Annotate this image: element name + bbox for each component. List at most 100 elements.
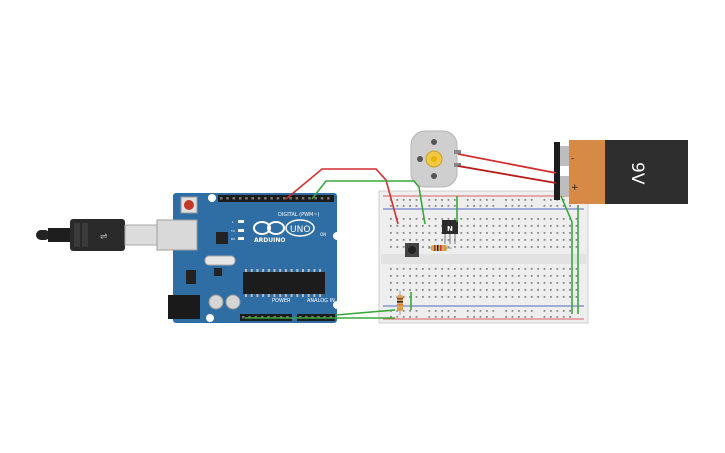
breadboard-hole	[518, 275, 520, 277]
breadboard-hole	[402, 218, 405, 220]
breadboard-hole	[543, 316, 546, 318]
breadboard-hole	[575, 218, 578, 220]
breadboard-hole	[396, 246, 399, 248]
breadboard-hole	[402, 232, 405, 234]
breadboard-hole	[390, 218, 392, 220]
breadboard-holes	[390, 199, 578, 318]
breadboard-hole	[454, 275, 456, 277]
breadboard-hole	[422, 218, 424, 220]
breadboard-hole	[562, 225, 565, 227]
wire-battery-to-rail[interactable]	[560, 195, 573, 314]
breadboard-hole	[562, 218, 565, 220]
breadboard-hole	[543, 199, 546, 201]
breadboard-hole	[466, 246, 469, 248]
power-label: POWER	[272, 298, 291, 304]
breadboard-hole	[402, 268, 405, 270]
chip-pin	[290, 269, 293, 272]
breadboard-hole	[466, 225, 469, 227]
led-tx	[238, 229, 244, 232]
breadboard-hole	[537, 289, 539, 291]
usb-icon: ⇌	[100, 232, 108, 242]
breadboard-hole	[434, 199, 437, 201]
breadboard-hole	[466, 218, 469, 220]
battery-case	[605, 140, 688, 204]
battery-9v[interactable]: - + 9V	[554, 140, 688, 204]
usb-cable[interactable]: ⇌	[36, 219, 158, 251]
battery-terminal-plus	[560, 176, 570, 196]
breadboard-hole	[415, 205, 418, 207]
breadboard-hole	[422, 232, 424, 234]
breadboard-hole	[543, 282, 546, 284]
resistor-pulldown[interactable]	[397, 291, 403, 315]
breadboard-hole	[415, 199, 418, 201]
chip-pin	[319, 294, 322, 297]
breadboard-hole	[466, 296, 469, 298]
breadboard-hole	[466, 275, 469, 277]
breadboard-hole	[530, 246, 533, 248]
breadboard-hole	[530, 282, 533, 284]
wire-motor-to-battery-minus[interactable]	[457, 165, 557, 184]
breadboard-hole	[492, 310, 495, 312]
uno-badge	[285, 219, 315, 237]
breadboard-hole	[466, 310, 469, 312]
breadboard-hole	[402, 275, 405, 277]
resistor-base[interactable]	[428, 245, 452, 251]
wire-pin-to-button[interactable]	[311, 180, 426, 225]
chip-pin	[267, 269, 270, 272]
breadboard-hole	[486, 232, 488, 234]
dc-motor[interactable]	[410, 130, 461, 188]
header-pin	[242, 316, 245, 319]
breadboard-hole	[466, 316, 469, 318]
breadboard-hole	[479, 232, 482, 234]
breadboard-hole	[486, 268, 488, 270]
breadboard-hole	[524, 316, 527, 318]
breadboard-hole	[492, 225, 495, 227]
breadboard-hole	[524, 275, 527, 277]
breadboard-hole	[575, 246, 578, 248]
chip-pin	[290, 294, 293, 297]
breadboard-hole	[409, 316, 411, 318]
breadboard-hole	[441, 310, 443, 312]
digital-header	[218, 195, 334, 202]
breadboard-hole	[422, 225, 424, 227]
breadboard-hole	[537, 296, 539, 298]
breadboard-hole	[562, 246, 565, 248]
breadboard-hole	[447, 310, 450, 312]
breadboard-hole	[556, 232, 559, 234]
npn-transistor[interactable]: N	[442, 220, 458, 244]
led-rx	[238, 237, 244, 240]
breadboard-hole	[409, 310, 411, 312]
wire-5v-to-breadboard[interactable]	[285, 168, 399, 225]
chip-pin	[250, 269, 253, 272]
wire-motor-to-battery-plus[interactable]	[457, 153, 557, 174]
breadboard-hole	[466, 282, 469, 284]
breadboard-hole	[409, 199, 411, 201]
breadboard-hole	[402, 282, 405, 284]
breadboard-hole	[524, 225, 527, 227]
breadboard-hole	[562, 232, 565, 234]
wire-gnd-to-breadboard[interactable]	[335, 309, 396, 316]
breadboard-hole	[505, 296, 507, 298]
header-pin	[226, 197, 229, 200]
breadboard-hole	[498, 246, 501, 248]
breadboard-hole	[402, 296, 405, 298]
breadboard-hole	[543, 275, 546, 277]
breadboard-hole	[530, 275, 533, 277]
breadboard-hole	[550, 282, 552, 284]
breadboard-hole	[409, 282, 411, 284]
breadboard-hole	[441, 275, 443, 277]
breadboard-hole	[575, 232, 578, 234]
pushbutton[interactable]	[405, 243, 419, 257]
breadboard-hole	[562, 275, 565, 277]
breadboard-hole	[460, 232, 463, 234]
capacitor	[208, 294, 224, 310]
breadboard-hole	[556, 205, 559, 207]
breadboard-hole	[575, 239, 578, 241]
breadboard-hole	[441, 268, 443, 270]
chip-pin	[279, 269, 282, 272]
breadboard-hole	[409, 205, 411, 207]
breadboard-hole	[428, 275, 431, 277]
breadboard-hole	[492, 246, 495, 248]
arduino-board[interactable]: DIGITAL (PWM~) ARDUINO UNO ON L TX RX	[156, 193, 341, 323]
breadboard-hole	[486, 205, 488, 207]
